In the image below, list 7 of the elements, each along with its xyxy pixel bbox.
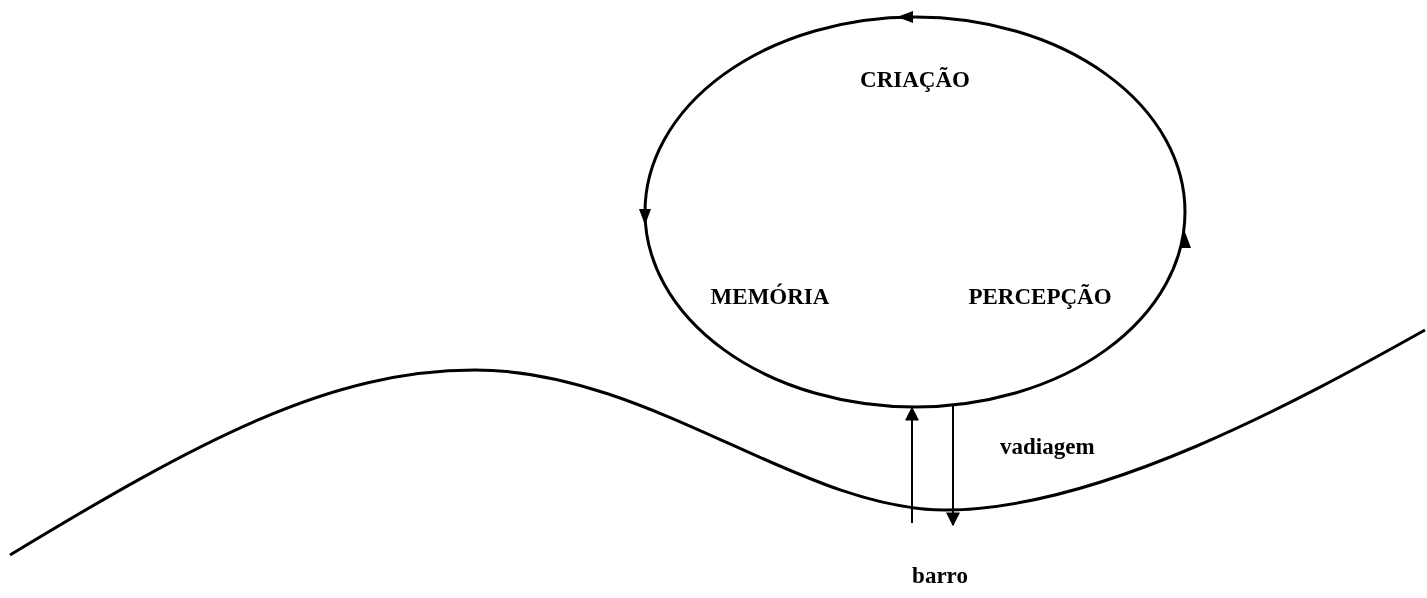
curve-caption: barro — [912, 563, 968, 589]
wavy-line — [9, 328, 1426, 557]
cycle-label: CRIAÇÃO — [860, 67, 970, 93]
arrow — [946, 405, 960, 527]
cycle-label: MEMÓRIA — [710, 284, 830, 310]
arrow — [905, 406, 919, 524]
cycle-label: PERCEPÇÃO — [968, 284, 1112, 310]
